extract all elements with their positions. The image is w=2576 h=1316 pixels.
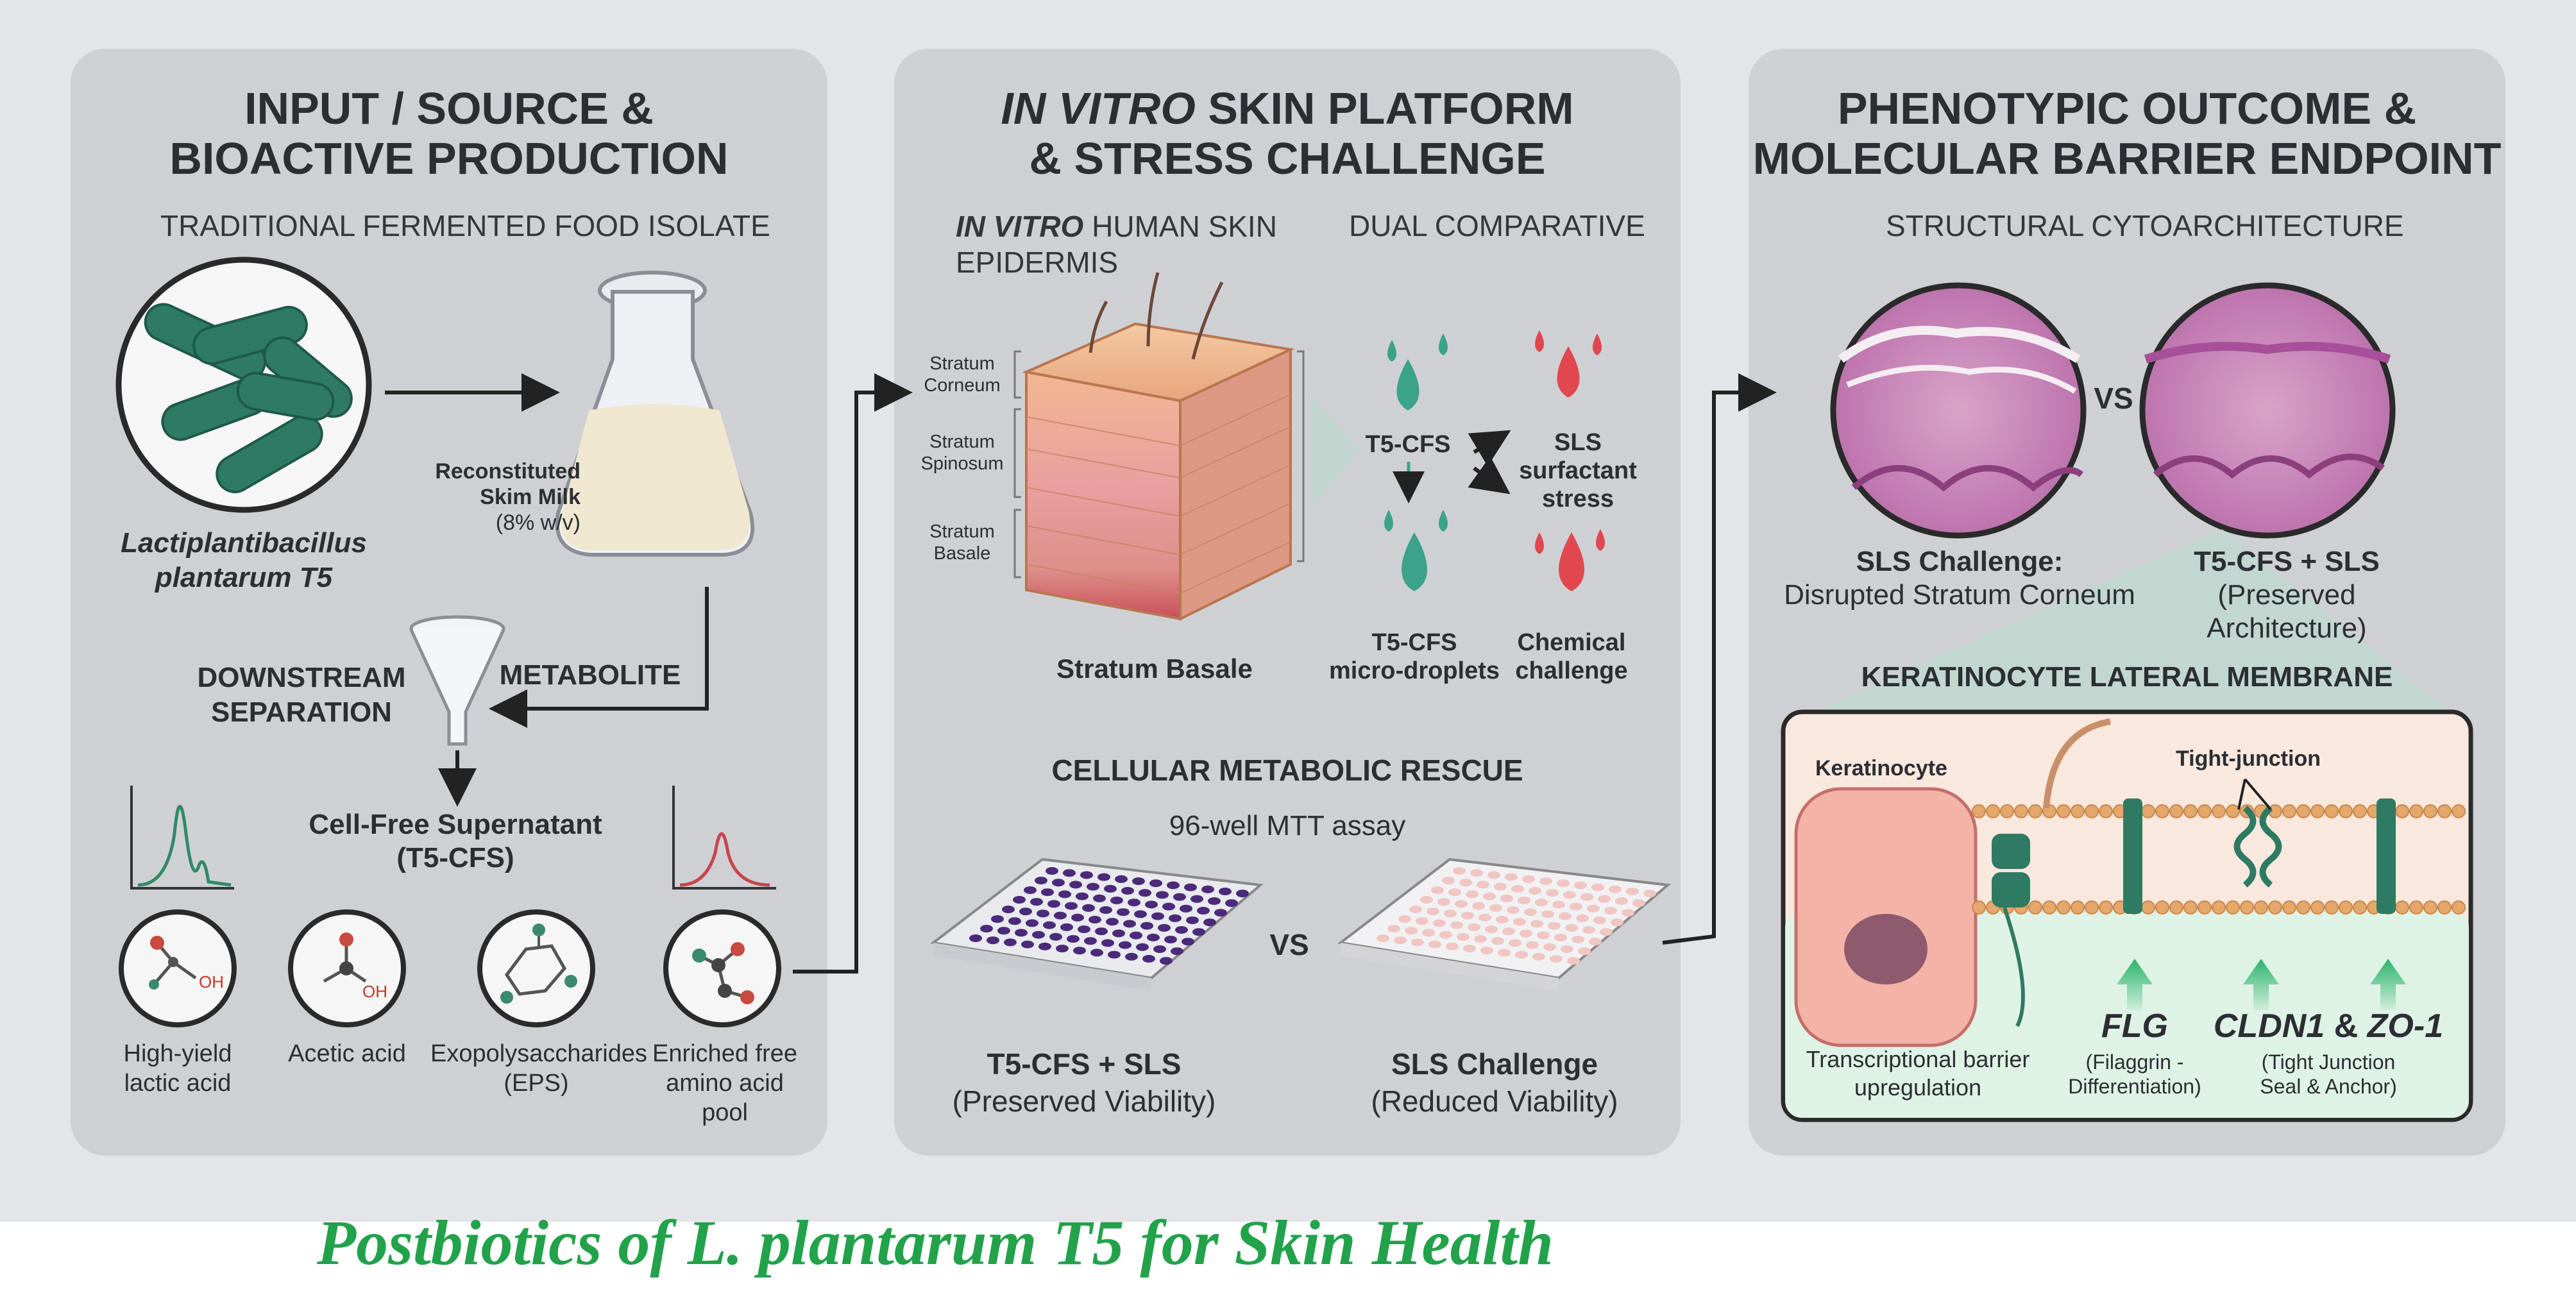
metabolite-label: METABOLITE <box>499 659 681 691</box>
lactic-acid-molecule-icon: OH <box>119 909 237 1027</box>
infographic-canvas: OH OH <box>0 0 2576 1222</box>
preserved-viability-label: T5-CFS + SLS(Preserved Viability) <box>952 1047 1216 1118</box>
membrane-title: KERATINOCYTE LATERAL MEMBRANE <box>1861 661 2393 693</box>
panel3-subtitle: STRUCTURAL CYTOARCHITECTURE <box>1886 209 2404 242</box>
tight-junction-label: Tight-junction <box>2176 747 2321 771</box>
preserved-architecture-label: T5-CFS + SLS(Preserved Architecture) <box>2194 546 2380 644</box>
keratinocyte-label: Keratinocyte <box>1815 756 1947 780</box>
amino-acid-molecule-icon <box>663 909 781 1027</box>
dual-comparative-label: DUAL COMPARATIVE <box>1349 209 1645 242</box>
disrupted-corneum-label: SLS Challenge:Disrupted Stratum Corneum <box>1784 546 2135 611</box>
chromatogram-red-icon <box>672 786 776 890</box>
footer-title: Postbiotics of L. plantarum T5 for Skin … <box>317 1207 1554 1278</box>
eps-molecule-icon <box>477 909 595 1027</box>
green-droplets-icon <box>1384 333 1448 591</box>
svg-text:OH: OH <box>362 982 387 1001</box>
stratum-basale-caption: Stratum Basale <box>1056 654 1253 684</box>
panel3-title: PHENOTYPIC OUTCOME &MOLECULAR BARRIER EN… <box>1752 83 2502 183</box>
cldn-zo-label: CLDN1 & ZO-1 <box>2213 1008 2444 1045</box>
flask-icon <box>555 271 755 557</box>
histology-disrupted-image <box>1830 282 2087 539</box>
t5cfs-label: T5-CFS <box>1365 431 1451 458</box>
layer-brackets <box>1013 350 1305 578</box>
acetic-acid-molecule-icon: OH <box>288 909 406 1027</box>
panel1-title: INPUT / SOURCE &BIOACTIVE PRODUCTION <box>169 83 729 183</box>
bacteria-icon <box>115 257 372 513</box>
svg-text:OH: OH <box>199 972 224 991</box>
well-plate-purple-icon <box>930 857 1264 991</box>
red-droplets-icon <box>1535 330 1605 591</box>
plates-vs-label: VS <box>1269 928 1309 961</box>
skin-block-icon <box>1022 272 1295 621</box>
chromatogram-green-icon <box>130 786 234 890</box>
cfs-label: Cell-Free Supernatant(T5-CFS) <box>309 809 602 873</box>
flg-label: FLG <box>2101 1008 2168 1045</box>
mtt-label: 96-well MTT assay <box>1169 810 1406 841</box>
funnel-icon <box>409 615 505 746</box>
acetic-acid-label: Acetic acid <box>288 1040 406 1067</box>
panel2-title: IN VITRO SKIN PLATFORM & STRESS CHALLENG… <box>1001 83 1574 183</box>
histology-preserved-image <box>2139 282 2396 539</box>
membrane-diagram <box>1781 709 2473 1122</box>
rescue-title: CELLULAR METABOLIC RESCUE <box>1051 754 1523 787</box>
panel1-subtitle: TRADITIONAL FERMENTED FOOD ISOLATE <box>160 209 770 242</box>
well-plate-pink-icon <box>1337 857 1671 991</box>
skin-subtitle: IN VITRO HUMAN SKIN EPIDERMIS <box>956 210 1277 279</box>
eps-label: Exopolysaccharides(EPS) <box>430 1040 647 1097</box>
reduced-viability-label: SLS Challenge(Reduced Viability) <box>1371 1047 1618 1118</box>
illustrations-layer: OH OH <box>115 257 2473 1122</box>
flg-desc-label: (Filaggrin -Differentiation) <box>2068 1050 2201 1098</box>
histology-vs-label: VS <box>2094 382 2133 415</box>
